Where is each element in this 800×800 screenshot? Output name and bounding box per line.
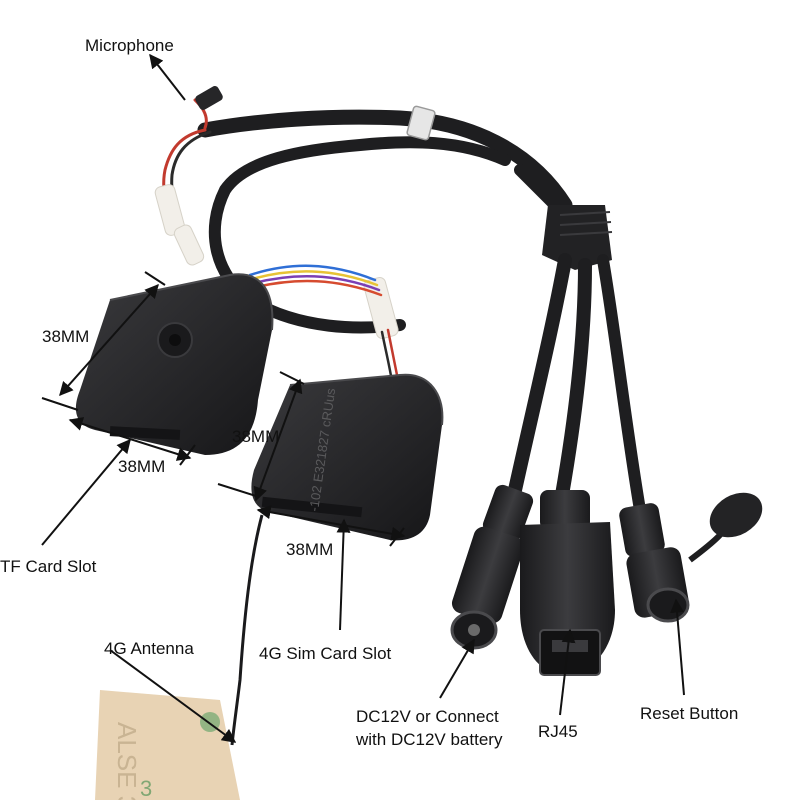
dc12v-connector [450, 484, 534, 650]
cable-junction [542, 205, 613, 270]
microphone-label: Microphone [85, 36, 174, 55]
tape-print-text: ALSE 3 [112, 722, 142, 800]
tf-card-slot-label: TF Card Slot [0, 557, 97, 576]
svg-text:3: 3 [140, 776, 152, 800]
rj45-label: RJ45 [538, 722, 578, 741]
branch-cables [508, 253, 646, 516]
dimension-label-left-vertical: 38MM [42, 327, 90, 346]
ribbon-wires [248, 264, 400, 384]
dc12v-label-line1: DC12V or Connect [356, 707, 499, 726]
dc12v-label-line2: with DC12V battery [356, 730, 503, 749]
4g-module [251, 373, 444, 541]
adhesive-tape: ALSE 3 3 [95, 690, 240, 800]
cable-clip [406, 105, 436, 141]
dimension-label-right-horizontal: 38MM [286, 540, 334, 559]
annotation-arrows [41, 53, 685, 743]
4g-antenna-label: 4G Antenna [104, 639, 194, 658]
4g-sim-card-slot-label: 4G Sim Card Slot [259, 644, 392, 663]
microphone-plug [195, 86, 223, 110]
antenna-wire [230, 514, 264, 746]
rj45-connector [520, 490, 615, 676]
dimension-label-right-vertical: 38MM [232, 427, 280, 446]
reset-button-label: Reset Button [640, 704, 739, 723]
dimension-label-left-horizontal: 38MM [118, 457, 166, 476]
